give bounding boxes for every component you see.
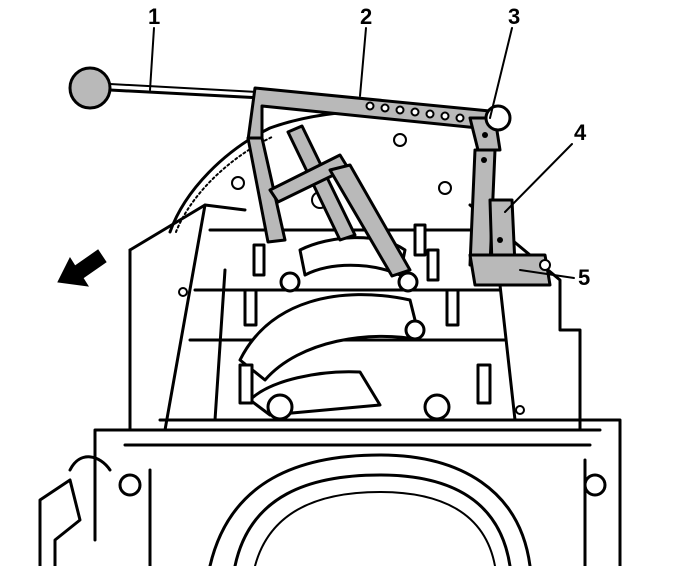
callout-5: 5 — [578, 265, 590, 290]
callout-leaders — [149, 27, 575, 279]
direction-arrow-icon — [57, 249, 107, 287]
callout-4: 4 — [574, 120, 587, 145]
callout-3: 3 — [508, 4, 520, 29]
callout-2: 2 — [360, 4, 372, 29]
tool-lever — [246, 86, 502, 278]
tool-handle — [68, 66, 264, 110]
bolts — [118, 223, 607, 497]
callout-1: 1 — [148, 4, 160, 29]
engine-block — [38, 203, 622, 566]
tool-post-bracket — [468, 104, 552, 287]
